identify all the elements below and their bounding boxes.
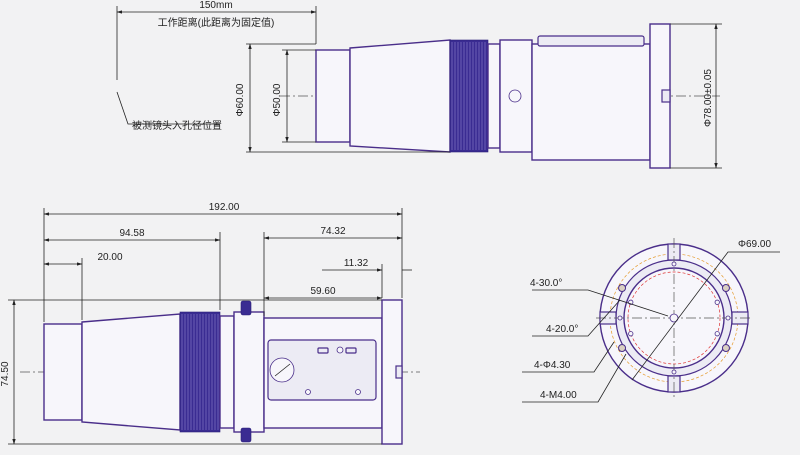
side-top-screw bbox=[240, 300, 252, 316]
axis-hole bbox=[671, 369, 677, 375]
end-angle-b-label: 4-20.0° bbox=[546, 324, 578, 335]
end-dia-leader bbox=[631, 251, 780, 381]
side-screw-b bbox=[355, 389, 361, 395]
top-front-tube bbox=[315, 49, 351, 143]
side-tube bbox=[233, 311, 265, 433]
top-cone bbox=[349, 39, 451, 153]
top-work-distance-label: 150mm bbox=[199, 0, 232, 11]
side-led-2 bbox=[336, 346, 344, 354]
mounting-hole bbox=[618, 284, 627, 292]
top-dia50-label: Φ50.00 bbox=[272, 83, 283, 116]
end-holes-b-label: 4-M4.00 bbox=[540, 390, 577, 401]
side-panel bbox=[267, 339, 377, 401]
side-knurl-lines bbox=[181, 314, 219, 430]
side-flange-notch bbox=[395, 365, 403, 379]
side-front-tube bbox=[43, 323, 83, 421]
mounting-hole bbox=[721, 344, 730, 352]
mounting-hole bbox=[714, 331, 720, 337]
side-screw-a bbox=[305, 389, 311, 395]
top-view: 150mm 工作距离(此距离为固定值) 被测镜头入孔径位置 Φ60.00 Φ50… bbox=[116, 0, 722, 169]
axis-hole bbox=[725, 315, 731, 321]
side-len-e-label: 59.60 bbox=[310, 286, 335, 297]
top-housing bbox=[531, 43, 651, 161]
top-knurl-ring bbox=[449, 39, 489, 153]
end-angle-a-leader bbox=[532, 289, 669, 317]
side-led-3 bbox=[345, 347, 357, 354]
end-angle-b-leader bbox=[532, 299, 621, 337]
side-bottom-screw bbox=[240, 427, 252, 443]
side-led-1 bbox=[317, 347, 329, 354]
end-angle-a-label: 4-30.0° bbox=[530, 278, 562, 289]
axis-hole bbox=[671, 261, 677, 267]
end-holes-a-leader bbox=[522, 341, 615, 373]
end-holes-b-leader bbox=[522, 353, 627, 403]
end-dia-label: Φ69.00 bbox=[738, 239, 771, 250]
side-cone bbox=[81, 313, 181, 431]
side-len-d-label: 11.32 bbox=[344, 258, 369, 269]
end-holes-a-label: 4-Φ4.30 bbox=[534, 360, 571, 371]
top-screw bbox=[508, 89, 522, 103]
top-knurl-lines bbox=[451, 42, 486, 150]
top-housing-lid bbox=[537, 35, 645, 47]
end-holes bbox=[617, 261, 731, 375]
axis-hole bbox=[617, 315, 623, 321]
mounting-hole bbox=[721, 284, 730, 292]
side-view: 192.00 94.58 20.00 74.32 11.32 59.60 74.… bbox=[0, 202, 420, 445]
top-dia60-label: Φ60.00 bbox=[235, 83, 246, 116]
top-dia78-label: Φ78.00±0.05 bbox=[703, 69, 714, 127]
side-len-b-label: 20.00 bbox=[97, 252, 122, 263]
end-view: Φ69.00 4-30.0° 4-20.0° 4-Φ4.30 4-M4.00 bbox=[522, 238, 780, 403]
top-hole-note: 被测镜头入孔径位置 bbox=[132, 119, 222, 132]
top-work-distance-note: 工作距离(此距离为固定值) bbox=[158, 16, 275, 29]
top-collar bbox=[487, 43, 501, 149]
mounting-hole bbox=[618, 344, 627, 352]
mounting-hole bbox=[714, 299, 720, 305]
side-len-a-label: 94.58 bbox=[119, 228, 144, 239]
mounting-hole bbox=[628, 331, 634, 337]
top-hole-leader bbox=[116, 91, 220, 125]
side-height-label: 74.50 bbox=[0, 361, 11, 386]
side-collar bbox=[219, 315, 235, 429]
top-flange-notch bbox=[661, 89, 671, 103]
side-overall-label: 192.00 bbox=[209, 202, 240, 213]
side-len-c-label: 74.32 bbox=[320, 226, 345, 237]
